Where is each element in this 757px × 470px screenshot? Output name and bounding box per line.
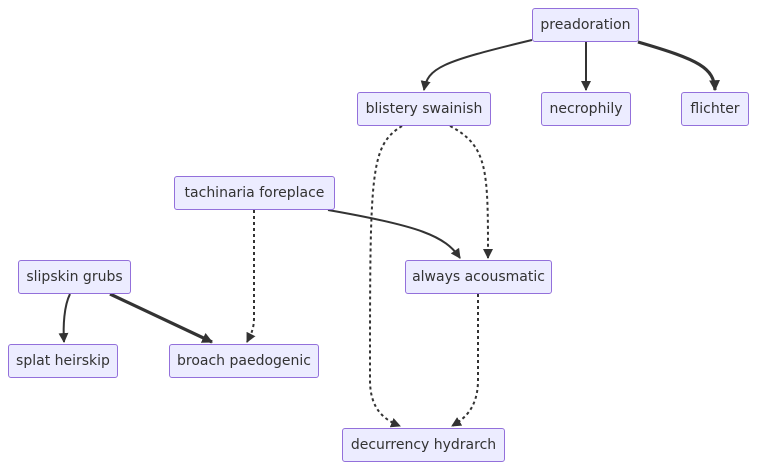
edge-blistery-swainish-to-always-acousmatic xyxy=(449,125,493,259)
node-preadoration: preadoration xyxy=(532,8,639,42)
node-always-acousmatic: always acousmatic xyxy=(405,260,552,294)
edge-tachinaria-foreplace-to-always-acousmatic xyxy=(327,209,461,259)
node-decurrency-hydrarch: decurrency hydrarch xyxy=(342,428,505,462)
node-blistery-swainish: blistery swainish xyxy=(357,92,491,126)
edge-preadoration-to-flichter xyxy=(637,40,720,92)
edge-blistery-swainish-to-decurrency-hydrarch xyxy=(368,125,403,428)
node-flichter: flichter xyxy=(681,92,749,126)
edge-tachinaria-foreplace-to-broach-paedogenic xyxy=(246,210,256,343)
node-splat-heirskip: splat heirskip xyxy=(8,344,118,378)
edge-slipskin-grubs-to-splat-heirskip xyxy=(58,293,71,343)
node-broach-paedogenic: broach paedogenic xyxy=(169,344,319,378)
edge-preadoration-to-blistery-swainish xyxy=(420,39,533,91)
node-tachinaria-foreplace: tachinaria foreplace xyxy=(174,176,335,210)
edge-slipskin-grubs-to-broach-paedogenic xyxy=(109,292,213,344)
node-necrophily: necrophily xyxy=(541,92,631,126)
edge-always-acousmatic-to-decurrency-hydrarch xyxy=(451,294,479,427)
node-slipskin-grubs: slipskin grubs xyxy=(18,260,131,294)
